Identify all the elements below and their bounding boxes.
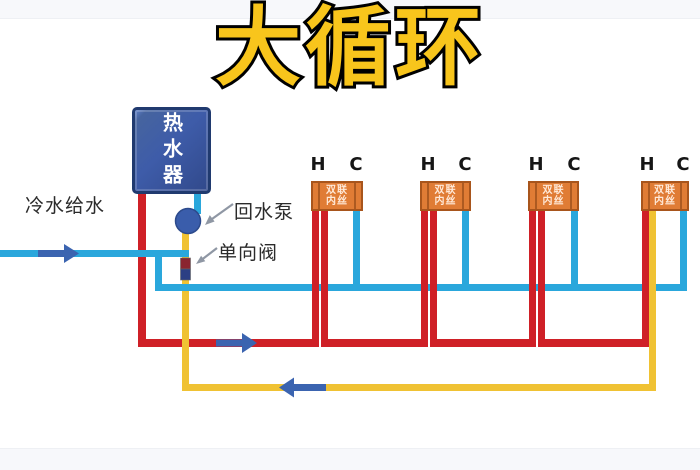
- fixture-label-line2: 内丝: [326, 196, 348, 207]
- check-valve-label: 单向阀: [218, 242, 279, 264]
- valve-pointer-arrow-icon: [196, 247, 218, 264]
- cold-flow-arrow-right-icon: [38, 244, 79, 263]
- fixture-box-1: 双联 内丝: [311, 181, 363, 211]
- water-heater-label: 热水器: [159, 111, 184, 190]
- fixture1-cold-port-label: C: [349, 154, 363, 175]
- fixture-label-line1: 双联: [434, 185, 457, 196]
- return-pump-label: 回水泵: [234, 201, 295, 223]
- cold-supply-label: 冷水给水: [25, 195, 106, 217]
- return-riser-pipe: [182, 233, 189, 391]
- fixture-label-line2: 内丝: [434, 196, 457, 207]
- return-flow-arrow-left-icon: [279, 377, 326, 398]
- bottom-margin-band: [0, 448, 700, 470]
- fixture-label-line1: 双联: [326, 185, 348, 196]
- fixture-box-4: 双联 内丝: [641, 181, 689, 211]
- fixture-label-line2: 内丝: [542, 196, 565, 207]
- hot-flow-arrow-right-icon: [216, 333, 257, 353]
- top-margin-band: [0, 0, 700, 19]
- fixture-label-line1: 双联: [542, 185, 565, 196]
- fixture3-cold-port-label: C: [567, 154, 581, 175]
- check-valve: [180, 257, 191, 281]
- diagram-title: 大循环: [212, 0, 485, 98]
- fixture2-cold-port-label: C: [458, 154, 472, 175]
- fixture-box-2: 双联 内丝: [420, 181, 471, 211]
- fixture1-hot-port-label: H: [310, 154, 326, 175]
- fixture-box-3: 双联 内丝: [528, 181, 579, 211]
- fixture-label-line1: 双联: [654, 185, 676, 196]
- water-heater: 热水器: [132, 107, 211, 194]
- fixture-label-line2: 内丝: [654, 196, 676, 207]
- hot-water-fixture-risers: [312, 209, 649, 347]
- circulation-pump: [174, 207, 202, 235]
- fixture2-hot-port-label: H: [420, 154, 436, 175]
- return-water-pipe: [182, 209, 656, 391]
- fixture3-hot-port-label: H: [528, 154, 544, 175]
- pump-pointer-arrow-icon: [205, 203, 234, 225]
- fixture4-cold-port-label: C: [676, 154, 690, 175]
- fixture4-hot-port-label: H: [639, 154, 655, 175]
